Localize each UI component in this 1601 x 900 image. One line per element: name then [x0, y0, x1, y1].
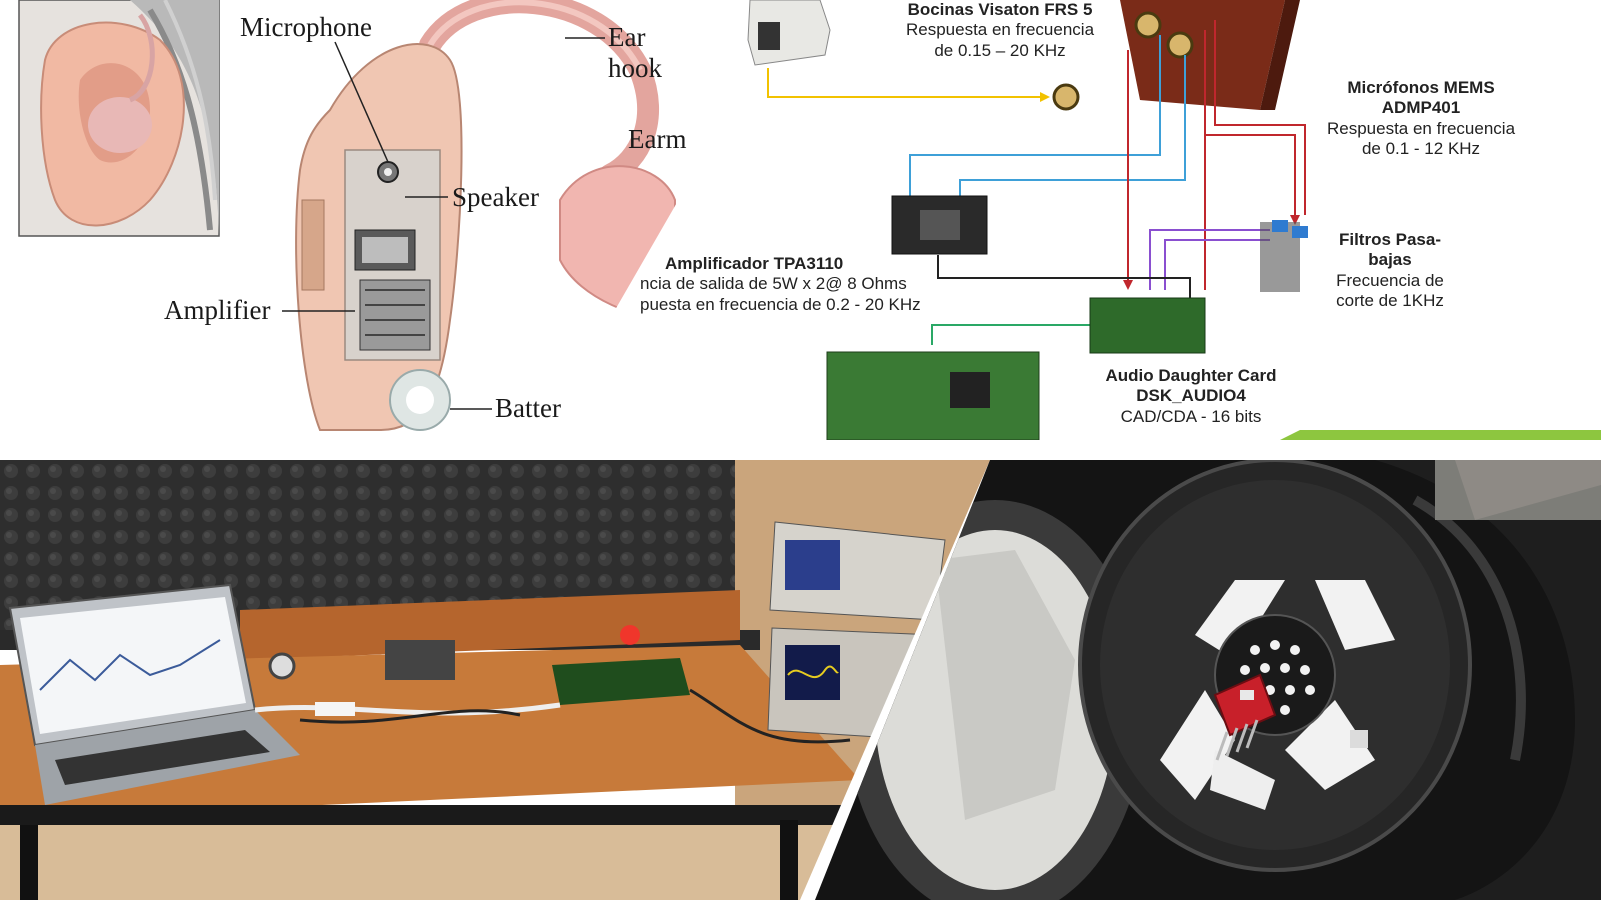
mics-name1: Micrófonos MEMS — [1347, 78, 1495, 97]
filters-line2: corte de 1KHz — [1336, 291, 1444, 311]
hearing-aid-illustration: Microphone Ear hook Earm Speaker Amplifi… — [0, 0, 690, 440]
system-diagram-drawing — [747, 0, 1601, 440]
filters-label: Filtros Pasa- bajas Frecuencia de corte … — [1320, 230, 1460, 312]
mics-label: Micrófonos MEMS ADMP401 Respuesta en fre… — [1306, 78, 1536, 160]
amplifier-line2: puesta en frecuencia de 0.2 - 20 KHz — [640, 294, 921, 314]
speakers-name: Bocinas Visaton FRS 5 — [907, 0, 1093, 19]
mics-name2: ADMP401 — [1381, 98, 1461, 118]
headphone-drawing — [815, 460, 1601, 900]
amplifier-line1: ncia de salida de 5W x 2@ 8 Ohms — [640, 274, 907, 294]
daughter-card-label: Audio Daughter Card DSK_AUDIO4 CAD/CDA -… — [1080, 366, 1302, 427]
label-ear-hook: Ear hook — [608, 22, 662, 83]
label-speaker: Speaker — [452, 182, 539, 212]
label-battery: Batter — [495, 393, 561, 423]
speakers-label: Bocinas Visaton FRS 5 Respuesta en frecu… — [875, 0, 1125, 61]
system-diagram: Bocinas Visaton FRS 5 Respuesta en frecu… — [620, 0, 1601, 440]
label-amplifier: Amplifier — [164, 295, 271, 325]
hearing-aid-drawing — [18, 0, 690, 440]
daughter-card-name2: DSK_AUDIO4 — [1136, 386, 1246, 406]
label-earmold: Earm — [628, 124, 687, 154]
mics-line2: de 0.1 - 12 KHz — [1361, 139, 1481, 159]
amplifier-name: Amplificador TPA3110 — [665, 254, 844, 273]
filters-name1: Filtros Pasa- — [1338, 230, 1442, 249]
speakers-line2: de 0.15 – 20 KHz — [934, 40, 1066, 60]
amplifier-label: Amplificador TPA3110 ncia de salida de 5… — [640, 254, 960, 315]
daughter-card-name1: Audio Daughter Card — [1105, 366, 1277, 385]
filters-name2: bajas — [1368, 250, 1412, 270]
label-microphone: Microphone — [240, 12, 372, 42]
headphone-mic-photo — [815, 460, 1601, 900]
filters-line1: Frecuencia de — [1336, 270, 1444, 290]
speakers-line1: Respuesta en frecuencia — [905, 20, 1095, 40]
mics-line1: Respuesta en frecuencia — [1326, 118, 1516, 138]
daughter-card-line1: CAD/CDA - 16 bits — [1120, 406, 1262, 426]
